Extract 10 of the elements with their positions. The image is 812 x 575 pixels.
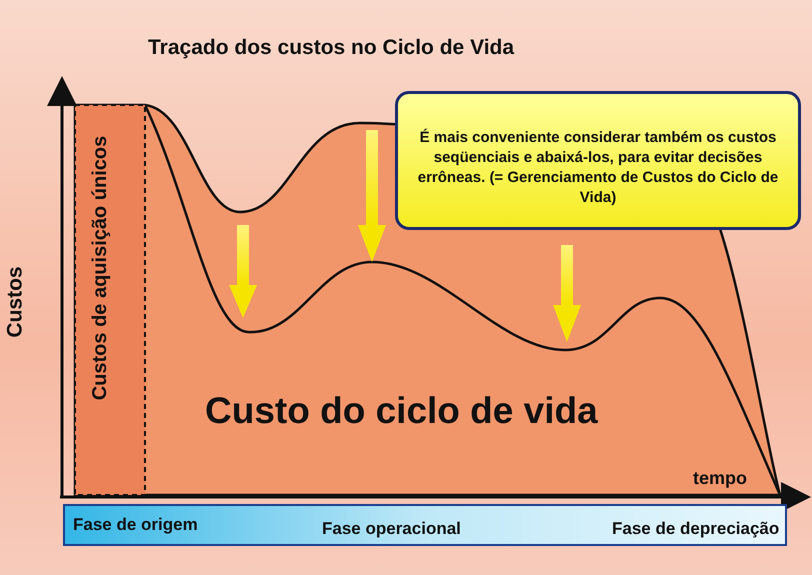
phase-label: Fase de depreciação <box>612 519 780 539</box>
bar-label: Custos de aquisição únicos <box>88 134 112 402</box>
phase-label: Fase de origem <box>73 515 198 535</box>
callout-box <box>395 91 801 230</box>
area-label: Custo do ciclo de vida <box>205 390 598 432</box>
title: Traçado dos custos no Ciclo de Vida <box>148 36 514 60</box>
axis-label: tempo <box>693 468 747 489</box>
axis-label: Custos <box>4 266 28 338</box>
callout-text: É mais conveniente considerar também os custos seqüenciais e abaixá-los, para evitar decisões errôneas. (= Gerenciamento de Custos do Ciclo de Vida) <box>416 128 780 208</box>
phase-label: Fase operacional <box>322 519 461 539</box>
